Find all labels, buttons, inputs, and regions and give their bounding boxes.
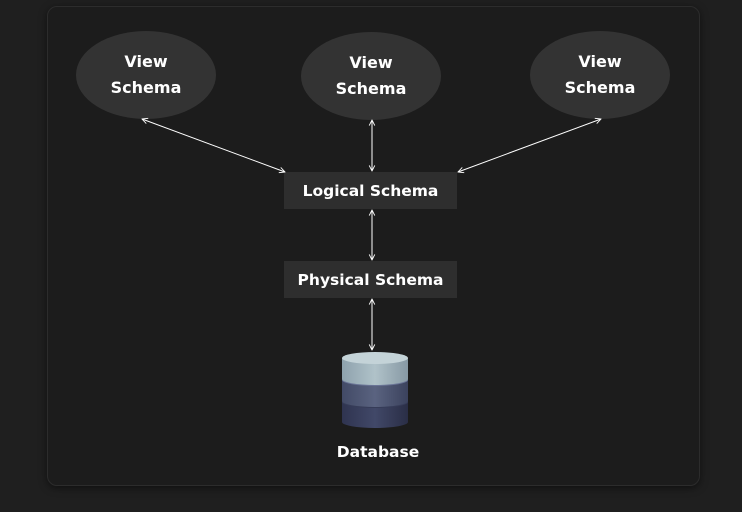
- view-schema-node-3: View Schema: [530, 31, 670, 119]
- view-schema-label-3: View Schema: [564, 52, 636, 97]
- view-schema-label-1: View Schema: [110, 52, 182, 97]
- physical-schema-label: Physical Schema: [297, 270, 444, 289]
- logical-schema-label: Logical Schema: [302, 181, 439, 200]
- database-label: Database: [336, 443, 420, 461]
- view-schema-node-1: View Schema: [76, 31, 216, 119]
- arrow-view3-logical: [458, 119, 601, 172]
- view-schema-node-2: View Schema: [301, 32, 441, 120]
- database-icon: [342, 352, 408, 428]
- physical-schema-box: Physical Schema: [284, 261, 457, 298]
- arrow-view1-logical: [142, 119, 285, 172]
- logical-schema-box: Logical Schema: [284, 172, 457, 209]
- view-schema-label-2: View Schema: [335, 53, 407, 98]
